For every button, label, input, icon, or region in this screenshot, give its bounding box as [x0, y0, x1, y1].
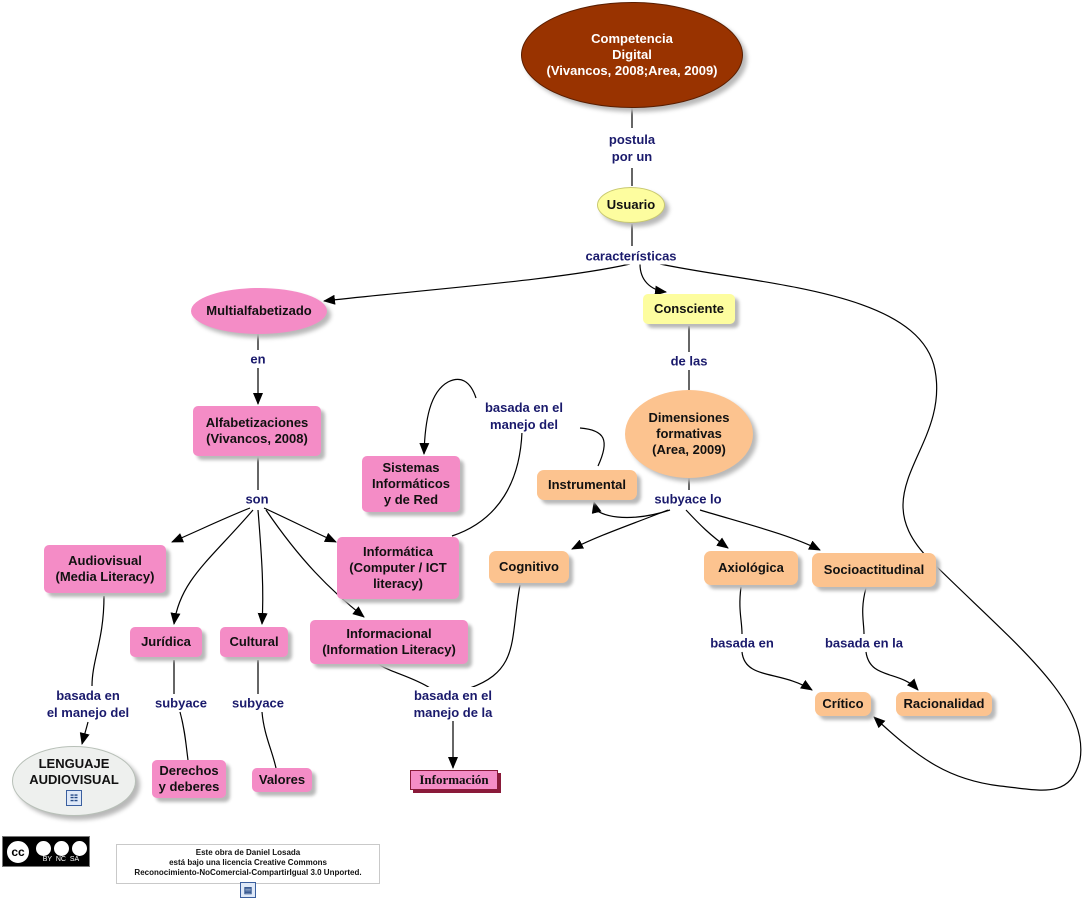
label-subyace-cultural: subyace: [229, 694, 287, 712]
node-competencia-digital[interactable]: Competencia Digital (Vivancos, 2008;Area…: [521, 2, 743, 108]
link-axiologica-basada: [739, 586, 743, 635]
link-instrumental-basada: [579, 427, 605, 467]
node-dimensiones-formativas[interactable]: Dimensiones formativas (Area, 2009): [625, 390, 753, 478]
link-basada-lenguaje: [79, 721, 90, 745]
node-valores[interactable]: Valores: [252, 768, 312, 792]
node-sistemas-informaticos[interactable]: Sistemas Informáticos y de Red: [362, 456, 460, 512]
link-son-informatica: [263, 507, 337, 543]
link-informatica-basada: [451, 431, 523, 537]
node-cognitivo[interactable]: Cognitivo: [489, 551, 569, 583]
lenguaje-label: LENGUAJE AUDIOVISUAL: [29, 756, 119, 787]
map-resource-icon[interactable]: ☷: [66, 790, 82, 806]
nc-icon: [53, 840, 70, 857]
node-axiologica[interactable]: Axiológica: [704, 551, 798, 585]
license-notice: Este obra de Daniel Losada está bajo una…: [116, 844, 380, 884]
label-son: son: [243, 490, 271, 508]
node-informatica[interactable]: Informática (Computer / ICT literacy): [337, 537, 459, 599]
link-subyace-cognitivo: [571, 509, 669, 550]
cc-logo: cc: [5, 839, 31, 865]
label-basada-manejo-de-la: basada en el manejo de la: [411, 687, 495, 721]
link-basadala-racionalidad: [865, 651, 919, 691]
link-caracteristicas-multialfabetizado: [323, 263, 631, 305]
link-son-informacional: [265, 509, 365, 618]
node-derechos-deberes[interactable]: Derechos y deberes: [152, 760, 226, 798]
link-audiovisual-basada: [91, 595, 105, 687]
link-son-juridica: [170, 509, 254, 625]
node-cultural[interactable]: Cultural: [220, 627, 288, 657]
label-basada-manejo-del: basada en el manejo del: [482, 399, 566, 433]
label-subyace-lo: subyace lo: [652, 490, 724, 508]
link-subyace-derechos: [179, 711, 189, 761]
node-critico[interactable]: Crítico: [815, 692, 871, 716]
label-postula: postula por un: [606, 131, 658, 165]
document-resource-icon[interactable]: ▤: [240, 882, 256, 898]
node-lenguaje-audiovisual[interactable]: LENGUAJE AUDIOVISUAL ☷: [12, 746, 136, 816]
label-en: en: [248, 350, 268, 368]
label-subyace-juridica: subyace: [152, 694, 210, 712]
link-socio-basada: [862, 587, 867, 635]
link-subyace-socio: [699, 509, 821, 551]
node-consciente[interactable]: Consciente: [643, 294, 735, 324]
link-caracteristicas-consciente: [639, 263, 667, 296]
link-basada-sistemas: [419, 378, 477, 455]
node-informacion[interactable]: Información: [410, 770, 498, 790]
link-caracteristicas-critico: [659, 263, 1082, 791]
node-usuario[interactable]: Usuario: [597, 187, 665, 223]
label-basada-en-la: basada en la: [822, 634, 906, 652]
link-subyace-axiologica: [685, 509, 729, 549]
link-cognitivo-basada: [469, 584, 521, 689]
node-informacional[interactable]: Informacional (Information Literacy): [310, 620, 468, 664]
node-audiovisual[interactable]: Audiovisual (Media Literacy): [44, 545, 166, 593]
label-de-las: de las: [668, 352, 710, 370]
link-son-cultural: [257, 509, 268, 625]
node-racionalidad[interactable]: Racionalidad: [896, 692, 992, 716]
node-juridica[interactable]: Jurídica: [130, 627, 202, 657]
cc-terms: BY NC SA: [42, 856, 80, 863]
link-basada-critico: [741, 651, 813, 691]
link-informacional-basada: [374, 659, 431, 689]
node-multialfabetizado[interactable]: Multialfabetizado: [191, 288, 327, 334]
node-instrumental[interactable]: Instrumental: [537, 470, 637, 500]
label-basada-manejo-del-av: basada en el manejo del: [44, 687, 132, 721]
node-alfabetizaciones[interactable]: Alfabetizaciones (Vivancos, 2008): [193, 406, 321, 456]
link-subyace-valores: [261, 711, 277, 769]
cc-license-badge[interactable]: cc BY NC SA: [2, 836, 90, 867]
node-socioactitudinal[interactable]: Socioactitudinal: [812, 553, 936, 587]
link-son-audiovisual: [171, 507, 251, 543]
sa-icon: [71, 840, 88, 857]
by-icon: [35, 840, 52, 857]
label-caracteristicas: características: [583, 247, 679, 265]
label-basada-en: basada en: [708, 634, 776, 652]
